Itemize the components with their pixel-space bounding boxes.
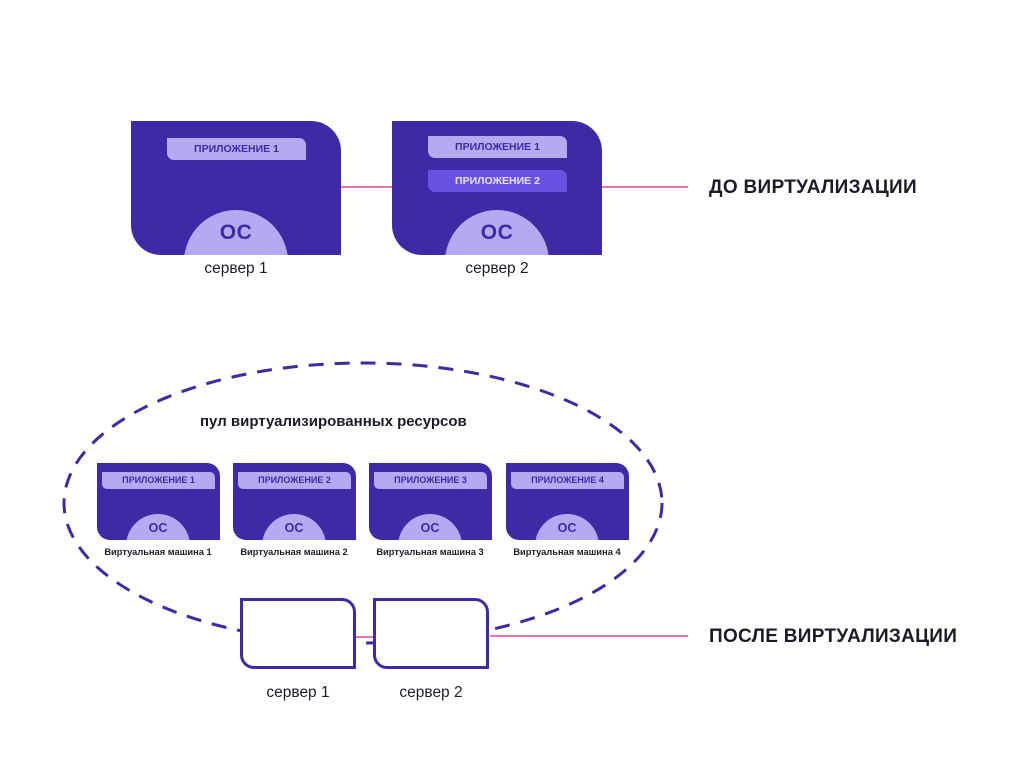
virtual-machine-1-caption: Виртуальная машина 1	[104, 547, 212, 557]
app-block-active: ПРИЛОЖЕНИЕ 2	[428, 170, 567, 192]
app-block: ПРИЛОЖЕНИЕ 3	[374, 472, 487, 489]
app-block: ПРИЛОЖЕНИЕ 1	[428, 136, 567, 158]
after-virtualization-heading: ПОСЛЕ ВИРТУАЛИЗАЦИИ	[709, 626, 958, 647]
app-block: ПРИЛОЖЕНИЕ 1	[167, 138, 306, 160]
resource-pool-ellipse	[62, 361, 664, 645]
virtual-machine-2-caption: Виртуальная машина 2	[240, 547, 348, 557]
os-label: ОС	[284, 521, 304, 535]
os-label: ОС	[557, 521, 577, 535]
server-2-before: ПРИЛОЖЕНИЕ 1 ПРИЛОЖЕНИЕ 2 ОС	[392, 121, 602, 255]
os-label: ОС	[480, 221, 514, 244]
server-2-after	[373, 598, 489, 669]
virtual-machine-3: ПРИЛОЖЕНИЕ 3 ОС	[369, 463, 492, 540]
server-1-after-caption: сервер 1	[266, 684, 330, 701]
resource-pool-label: пул виртуализированных ресурсов	[200, 413, 467, 430]
os-label: ОС	[420, 521, 440, 535]
virtual-machine-4: ПРИЛОЖЕНИЕ 4 ОС	[506, 463, 629, 540]
server-2-after-caption: сервер 2	[399, 684, 463, 701]
virtual-machine-2: ПРИЛОЖЕНИЕ 2 ОС	[233, 463, 356, 540]
server-1-caption: сервер 1	[204, 260, 268, 277]
virtual-machine-4-caption: Виртуальная машина 4	[513, 547, 621, 557]
server-1-after	[240, 598, 356, 669]
os-label: ОС	[219, 221, 253, 244]
app-block: ПРИЛОЖЕНИЕ 1	[102, 472, 215, 489]
os-label: ОС	[148, 521, 168, 535]
before-virtualization-heading: ДО ВИРТУАЛИЗАЦИИ	[709, 177, 917, 198]
virtual-machine-3-caption: Виртуальная машина 3	[376, 547, 484, 557]
virtual-machine-1: ПРИЛОЖЕНИЕ 1 ОС	[97, 463, 220, 540]
server-1-before: ПРИЛОЖЕНИЕ 1 ОС	[131, 121, 341, 255]
server-2-caption: сервер 2	[465, 260, 529, 277]
app-block: ПРИЛОЖЕНИЕ 4	[511, 472, 624, 489]
app-block: ПРИЛОЖЕНИЕ 2	[238, 472, 351, 489]
